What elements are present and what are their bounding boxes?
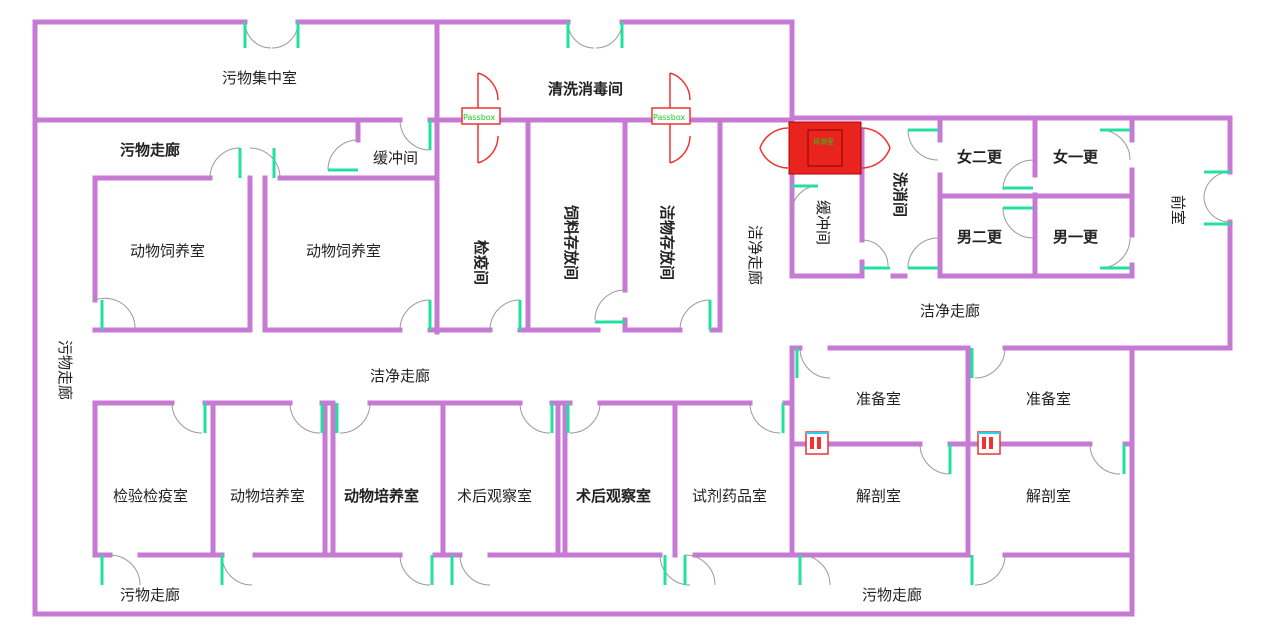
- label-culture-2: 动物培养室: [344, 487, 419, 505]
- door-lower-top[interactable]: [171, 402, 785, 434]
- wall-changing-block: [789, 115, 1135, 279]
- label-dissect-2: 解剖室: [1026, 488, 1071, 505]
- label-waste-corridor-top: 污物走廊: [120, 141, 180, 159]
- device-left: [805, 431, 829, 455]
- door-lower-bottom[interactable]: [100, 554, 716, 586]
- label-female-change-2: 女二更: [957, 148, 1003, 166]
- label-reagent: 试剂药品室: [692, 488, 767, 505]
- label-wash-room: 洗消间: [891, 172, 909, 217]
- doors: [94, 21, 1231, 586]
- door-prep[interactable]: [795, 347, 1126, 586]
- label-waste-corridor-bottom-right: 污物走廊: [862, 587, 922, 604]
- label-prep-room-1: 准备室: [856, 391, 901, 408]
- label-wash-disinfect: 清洗消毒间: [548, 80, 623, 98]
- door-changing[interactable]: [791, 128, 1131, 270]
- label-clean-corridor-right: 洁净走廊: [920, 303, 980, 320]
- label-clean-storage: 洁物存放间: [658, 205, 676, 280]
- label-feed-storage: 饲料存放间: [562, 204, 580, 280]
- door-feeding-bottom[interactable]: [94, 297, 432, 331]
- air-shower: 风淋室: [759, 121, 891, 175]
- door-storage[interactable]: [489, 289, 712, 331]
- label-postop-1: 术后观察室: [457, 487, 532, 505]
- label-quarantine: 检疫间: [472, 240, 490, 285]
- label-clean-corridor-vertical: 洁净走廊: [746, 225, 763, 285]
- door-waste-central[interactable]: [243, 21, 300, 49]
- passbox-left: Passbox: [461, 72, 501, 164]
- wall-lower-dividers: [210, 400, 678, 558]
- label-waste-corridor-bottom-left: 污物走廊: [120, 587, 180, 604]
- door-wash-disinfect[interactable]: [566, 21, 624, 49]
- label-animal-feed-2: 动物饲养室: [306, 243, 381, 260]
- wall-feeding-row: [92, 175, 440, 333]
- passbox-left-label: Passbox: [463, 113, 495, 122]
- room-labels: 污物集中室 清洗消毒间 污物走廊 缓冲间 动物饲养室 动物饲养室 检疫间 饲料存…: [56, 70, 1186, 604]
- label-buffer-right: 缓冲间: [814, 200, 831, 245]
- label-waste-central: 污物集中室: [222, 70, 297, 87]
- label-buffer-top: 缓冲间: [373, 150, 418, 167]
- device-right: [977, 431, 1001, 455]
- passbox-right: Passbox: [651, 72, 691, 164]
- label-front-room: 前室: [1169, 195, 1186, 225]
- door-buffer-top[interactable]: [327, 119, 432, 172]
- label-female-change-1: 女一更: [1053, 148, 1099, 166]
- label-inspection: 检验检疫室: [113, 488, 188, 505]
- outer-wall: [32, 19, 1233, 617]
- label-clean-corridor-main: 洁净走廊: [370, 368, 430, 385]
- label-male-change-1: 男一更: [1053, 229, 1099, 246]
- wall-storage-block: [434, 117, 723, 333]
- air-shower-label: 风淋室: [813, 137, 834, 146]
- label-male-change-2: 男二更: [957, 229, 1003, 246]
- label-culture-1: 动物培养室: [230, 488, 305, 505]
- wall-buffer-top: [329, 117, 440, 181]
- passbox-right-label: Passbox: [653, 113, 685, 122]
- label-prep-room-2: 准备室: [1026, 391, 1071, 408]
- door-feeding-top[interactable]: [209, 147, 281, 179]
- door-front-room[interactable]: [1203, 170, 1231, 226]
- walls: [32, 19, 1233, 617]
- wall-prep-block: [789, 345, 1135, 558]
- label-animal-feed-1: 动物饲养室: [130, 243, 205, 260]
- label-waste-corridor-left: 污物走廊: [56, 340, 73, 400]
- label-postop-2: 术后观察室: [576, 487, 651, 505]
- label-dissect-1: 解剖室: [856, 488, 901, 505]
